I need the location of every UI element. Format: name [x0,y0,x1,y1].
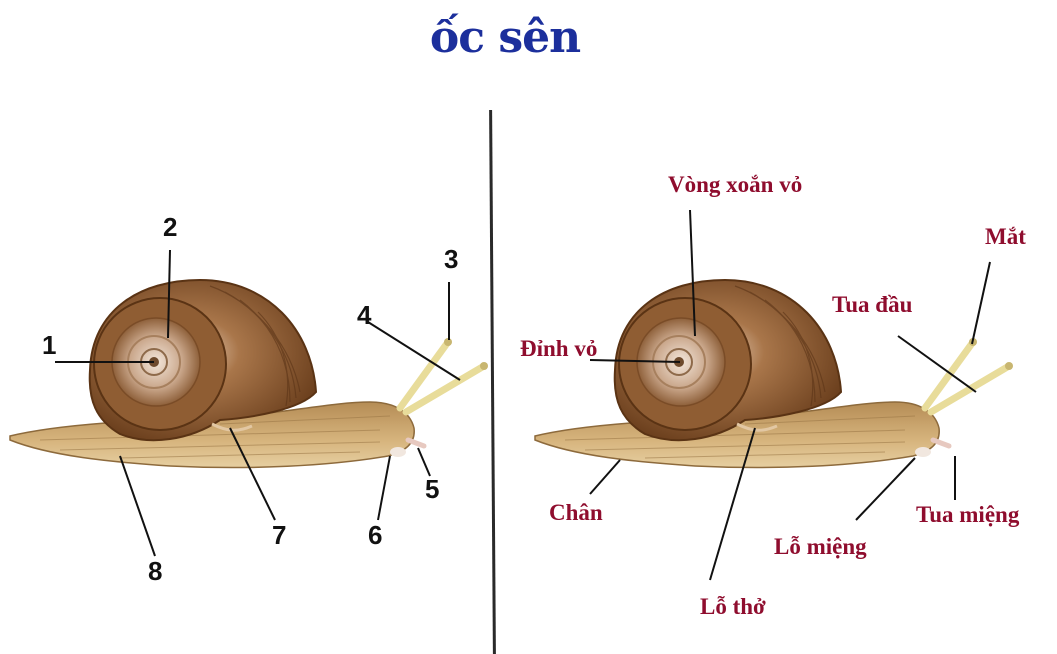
snail-right [535,280,1013,468]
snail-left [10,280,488,468]
label-tua-mieng: Tua miệng [916,502,1019,528]
marker-2: 2 [163,212,177,243]
marker-6: 6 [368,520,382,551]
marker-7: 7 [272,520,286,551]
label-chan: Chân [549,500,603,526]
marker-8: 8 [148,556,162,587]
marker-5: 5 [425,474,439,505]
marker-1: 1 [42,330,56,361]
label-lo-mieng: Lỗ miệng [774,534,867,560]
label-lo-tho: Lỗ thở [700,594,766,620]
label-vong-xoan-vo: Vòng xoắn vỏ [668,172,802,198]
label-dinh-vo: Đỉnh vỏ [520,336,597,362]
marker-4: 4 [357,300,371,331]
label-tua-dau: Tua đầu [832,292,912,318]
marker-3: 3 [444,244,458,275]
label-mat: Mắt [985,224,1026,250]
